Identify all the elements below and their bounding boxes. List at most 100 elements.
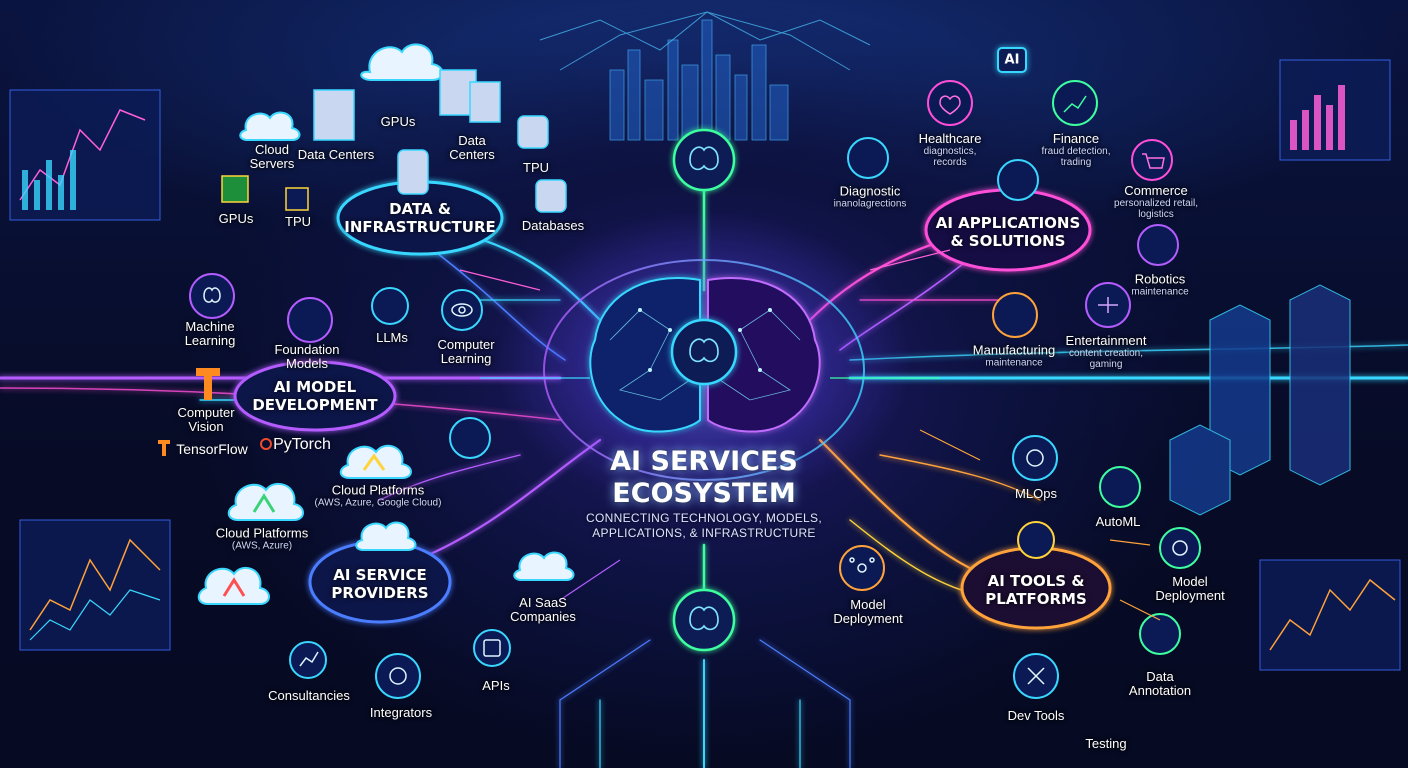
cloud-platforms-a-icon (339, 444, 412, 479)
right-chart-panel (1259, 59, 1401, 671)
hub-ai-applications: AI APPLICATIONS & SOLUTIONS (936, 214, 1081, 250)
label-foundation-models-line1: Foundation (274, 342, 340, 357)
label-gpus-top: GPUs (380, 114, 416, 129)
label-healthcare: Healthcare diagnostics, records (918, 131, 982, 169)
icon-glyphs (203, 95, 1188, 685)
data-center-icons (313, 69, 567, 213)
label-tpu-left: TPU (285, 214, 311, 229)
bottom-brain-node (672, 588, 736, 652)
tensorflow-small-icon (158, 440, 170, 456)
center-title: AI SERVICES ECOSYSTEM (610, 446, 798, 510)
label-testing: Testing (1085, 736, 1127, 751)
hub-data-infrastructure-line2: INFRASTRUCTURE (344, 218, 496, 236)
label-foundation-models-line2: Models (286, 356, 328, 371)
foundation-model-icon (287, 297, 333, 343)
label-automl: AutoML (1095, 514, 1141, 529)
label-computer-vision: Computer Vision (177, 406, 234, 434)
cloud-top-icon (360, 43, 444, 81)
label-commerce-title: Commerce (1124, 183, 1188, 198)
label-foundation-models: Foundation Models (274, 343, 339, 371)
tools-gear-big-icon (1017, 521, 1055, 559)
hub-ai-service-providers-line1: AI SERVICE (333, 566, 427, 584)
llm-icon (371, 287, 409, 325)
central-brain (494, 210, 914, 510)
label-cloud-platforms-a: Cloud Platforms (AWS, Azure, Google Clou… (314, 482, 442, 509)
label-data-annotation: Data Annotation (1129, 670, 1191, 698)
label-apis: APIs (482, 678, 510, 693)
label-ai-saas-line2: Companies (510, 609, 576, 624)
label-model-deployment-right-line1: Model (1172, 574, 1208, 589)
chip-icons (221, 175, 309, 211)
network-hub-icon (997, 159, 1039, 201)
hub-ai-tools-platforms-line1: AI TOOLS & (987, 572, 1085, 590)
tensorflow-icon (196, 368, 220, 400)
data-annotation-icon (1139, 613, 1181, 655)
hub-ai-applications-line2: & SOLUTIONS (950, 232, 1066, 250)
finance-chart-icon (1052, 80, 1098, 126)
label-gpus-left: GPUs (218, 211, 254, 226)
center-subtitle: CONNECTING TECHNOLOGY, MODELS, APPLICATI… (586, 511, 822, 541)
label-manufacturing: Manufacturing maintenance (973, 343, 1055, 369)
label-model-deployment-right-line2: Deployment (1155, 588, 1225, 603)
cloud-provider-logo-icons (222, 453, 386, 597)
hub-ai-service-providers: AI SERVICE PROVIDERS (331, 566, 428, 602)
label-integrators: Integrators (369, 705, 433, 720)
top-brain-node (672, 128, 736, 192)
label-healthcare-title: Healthcare (918, 131, 982, 146)
label-entertainment-title: Entertainment (1065, 333, 1147, 348)
central-chip-icon (449, 417, 491, 459)
hub-ai-service-providers-line2: PROVIDERS (331, 584, 429, 602)
label-commerce-sub1: personalized retail, (1114, 198, 1198, 209)
pytorch-icon (260, 438, 272, 450)
api-database-icon (473, 629, 511, 667)
label-finance-sub1: fraud detection, (1041, 146, 1111, 157)
model-deployment-network-icon (839, 545, 885, 591)
hub-ai-tools-platforms: AI TOOLS & PLATFORMS (985, 572, 1087, 608)
label-model-deployment-center-line2: Deployment (833, 611, 903, 626)
label-finance-title: Finance (1052, 131, 1100, 146)
label-finance-sub2: trading (1060, 157, 1092, 168)
label-cloud-servers-line1: Cloud (255, 142, 289, 157)
label-computer-vision-line2: Vision (188, 419, 224, 434)
label-computer-learning: Computer Learning (437, 338, 494, 366)
label-model-deployment-center-line1: Model (850, 597, 886, 612)
flow-arrows (459, 249, 1161, 621)
cloud-ai-provider-icon (355, 521, 417, 551)
cloud-servers-icon (239, 111, 301, 141)
ai-badge: AI (1004, 52, 1020, 68)
label-data-centers-b-line2: Centers (449, 147, 495, 162)
city-skyline (609, 19, 789, 141)
hub-ai-applications-line1: AI APPLICATIONS (935, 214, 1081, 232)
label-databases: Databases (521, 218, 585, 233)
label-cloud-platforms-b: Cloud Platforms (AWS, Azure) (215, 525, 309, 552)
label-machine-learning-line1: Machine (185, 319, 235, 334)
hub-data-infrastructure: DATA & INFRASTRUCTURE (344, 200, 496, 236)
label-data-centers-b: Data Centers (449, 134, 495, 162)
cloud-saas-icon (513, 551, 575, 581)
integrators-gear-icon (375, 653, 421, 699)
label-consultancies: Consultancies (268, 688, 350, 703)
label-mlops: MLOps (1015, 486, 1057, 501)
label-diagnostic-sub: inanolagrections (833, 198, 907, 210)
mlops-gear-icon (1012, 435, 1058, 481)
label-cloud-platforms-a-line1: Cloud Platforms (331, 482, 425, 498)
diagnostic-clipboard-icon (847, 137, 889, 179)
label-robotics-sub: maintenance (1131, 286, 1189, 298)
label-tpu-top: TPU (523, 160, 549, 175)
eye-icon (441, 289, 483, 331)
label-ai-saas-line1: AI SaaS (519, 595, 567, 610)
label-commerce: Commerce personalized retail, logistics (1114, 183, 1198, 221)
hub-ring-ai-model-development (233, 360, 397, 432)
label-cloud-platforms-b-line1: Cloud Platforms (215, 525, 309, 541)
automl-icon (1099, 466, 1141, 508)
left-chart-panel (9, 89, 171, 651)
center-subtitle-line2: APPLICATIONS, & INFRASTRUCTURE (592, 526, 816, 540)
label-computer-learning-line1: Computer (437, 337, 495, 352)
label-entertainment: Entertainment content creation, gaming (1065, 333, 1147, 371)
label-cloud-platforms-a-line2: (AWS, Azure, Google Cloud) (314, 497, 442, 509)
label-model-deployment-center: Model Deployment (833, 598, 902, 626)
label-healthcare-sub2: records (933, 157, 967, 168)
label-machine-learning-line2: Learning (184, 333, 236, 348)
